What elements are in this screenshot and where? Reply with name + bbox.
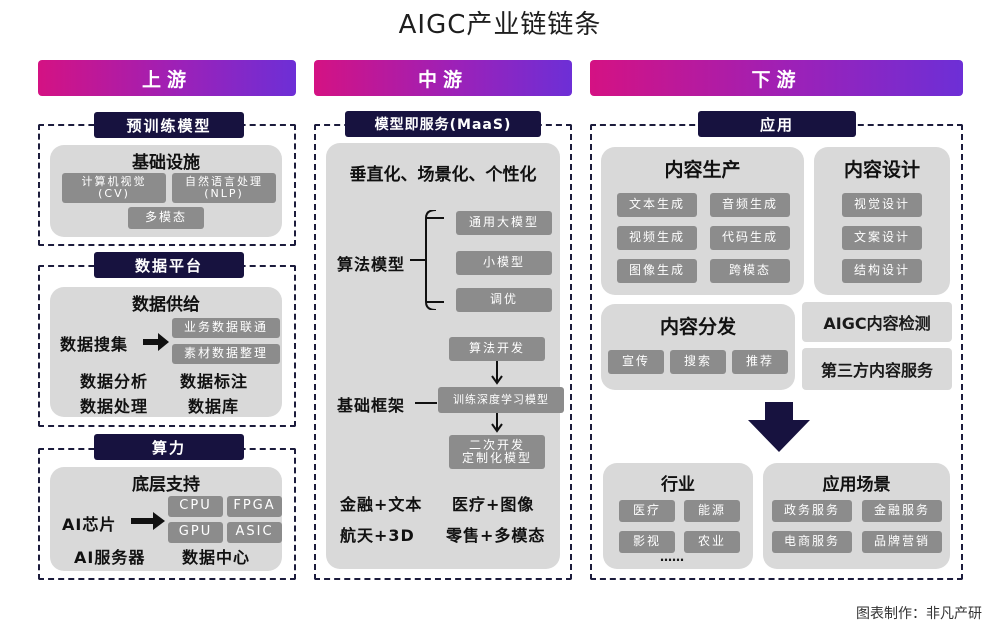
datacenter-label: 数据中心: [182, 548, 251, 567]
data-label-label: 数据标注: [180, 372, 249, 391]
structure-design-pill: 结构设计: [842, 259, 922, 283]
general-model-pill: 通用大模型: [456, 211, 552, 235]
audio-gen-pill: 音频生成: [710, 193, 790, 217]
material-data-pill: 素材数据整理: [172, 344, 280, 364]
data-collect-label: 数据搜集: [60, 335, 129, 354]
asic-pill: ASIC: [227, 522, 282, 543]
small-model-pill: 小模型: [456, 251, 552, 275]
brand-marketing-pill: 品牌营销: [862, 531, 942, 553]
connector-line: [415, 402, 437, 404]
data-supply-title: 数据供给: [132, 295, 200, 315]
aigc-detection-box: AIGC内容检测: [802, 302, 952, 342]
example-retail-multimodal: 零售+多模态: [446, 526, 546, 545]
maas-subtitle: 垂直化、场景化、个性化: [349, 165, 537, 185]
arrow-down-icon: [491, 413, 503, 433]
framework-label: 基础框架: [337, 396, 406, 415]
bracket-connector: [410, 210, 444, 310]
base-support-panel: [50, 467, 282, 571]
industry-energy-pill: 能源: [684, 500, 740, 522]
pretrain-tag: 预训练模型: [94, 112, 244, 138]
page-title: AIGC产业链链条: [398, 10, 602, 40]
industry-more: ……: [660, 550, 684, 564]
base-support-title: 底层支持: [132, 475, 200, 495]
data-tag: 数据平台: [94, 252, 244, 278]
big-arrow-down-icon: [748, 402, 810, 452]
gov-service-pill: 政务服务: [772, 500, 852, 522]
finance-service-pill: 金融服务: [862, 500, 942, 522]
recommend-pill: 推荐: [732, 350, 788, 374]
maas-tag: 模型即服务(MaaS): [345, 111, 541, 137]
tune-pill: 调优: [456, 288, 552, 312]
example-finance-text: 金融+文本: [340, 495, 423, 514]
copy-design-pill: 文案设计: [842, 226, 922, 250]
compute-tag: 算力: [94, 434, 244, 460]
content-design-title: 内容设计: [843, 159, 920, 181]
arrow-right-icon: [143, 333, 169, 351]
arrow-right-icon: [131, 512, 165, 530]
algo-model-label: 算法模型: [337, 255, 406, 274]
multimodal-pill: 多模态: [128, 207, 204, 229]
cross-modal-pill: 跨模态: [710, 259, 790, 283]
ecommerce-service-pill: 电商服务: [772, 531, 852, 553]
midstream-header: 中游: [314, 60, 572, 96]
third-party-service-box: 第三方内容服务: [802, 348, 952, 390]
database-label: 数据库: [188, 397, 240, 416]
image-gen-pill: 图像生成: [617, 259, 697, 283]
search-pill: 搜索: [670, 350, 726, 374]
gpu-pill: GPU: [168, 522, 223, 543]
fpga-pill: FPGA: [227, 496, 282, 517]
application-tag: 应用: [698, 111, 856, 137]
data-process-label: 数据处理: [80, 397, 149, 416]
algo-dev-pill: 算法开发: [449, 337, 545, 361]
industry-agriculture-pill: 农业: [684, 531, 740, 553]
content-distribution-panel: [601, 304, 795, 390]
ai-chip-label: AI芯片: [62, 515, 117, 534]
industry-title: 行业: [661, 475, 695, 495]
data-analysis-label: 数据分析: [80, 372, 149, 391]
content-distribution-title: 内容分发: [659, 316, 736, 338]
arrow-down-icon: [491, 361, 503, 385]
example-medical-image: 医疗+图像: [452, 495, 535, 514]
train-dl-pill: 训练深度学习模型: [438, 387, 564, 413]
nlp-pill: 自然语言处理 (NLP): [172, 173, 276, 203]
content-production-title: 内容生产: [664, 159, 741, 181]
visual-design-pill: 视觉设计: [842, 193, 922, 217]
biz-data-pill: 业务数据联通: [172, 318, 280, 338]
ai-server-label: AI服务器: [74, 548, 146, 567]
upstream-header: 上游: [38, 60, 296, 96]
industry-film-pill: 影视: [619, 531, 675, 553]
cv-pill: 计算机视觉 (CV): [62, 173, 166, 203]
industry-medical-pill: 医疗: [619, 500, 675, 522]
promote-pill: 宣传: [608, 350, 664, 374]
example-aero-3d: 航天+3D: [340, 526, 415, 545]
code-gen-pill: 代码生成: [710, 226, 790, 250]
infra-title: 基础设施: [132, 153, 200, 173]
video-gen-pill: 视频生成: [617, 226, 697, 250]
downstream-header: 下游: [590, 60, 963, 96]
scenes-title: 应用场景: [822, 475, 891, 495]
text-gen-pill: 文本生成: [617, 193, 697, 217]
custom-model-pill: 二次开发 定制化模型: [449, 435, 545, 469]
cpu-pill: CPU: [168, 496, 223, 517]
credit: 图表制作：非凡产研: [856, 606, 982, 622]
